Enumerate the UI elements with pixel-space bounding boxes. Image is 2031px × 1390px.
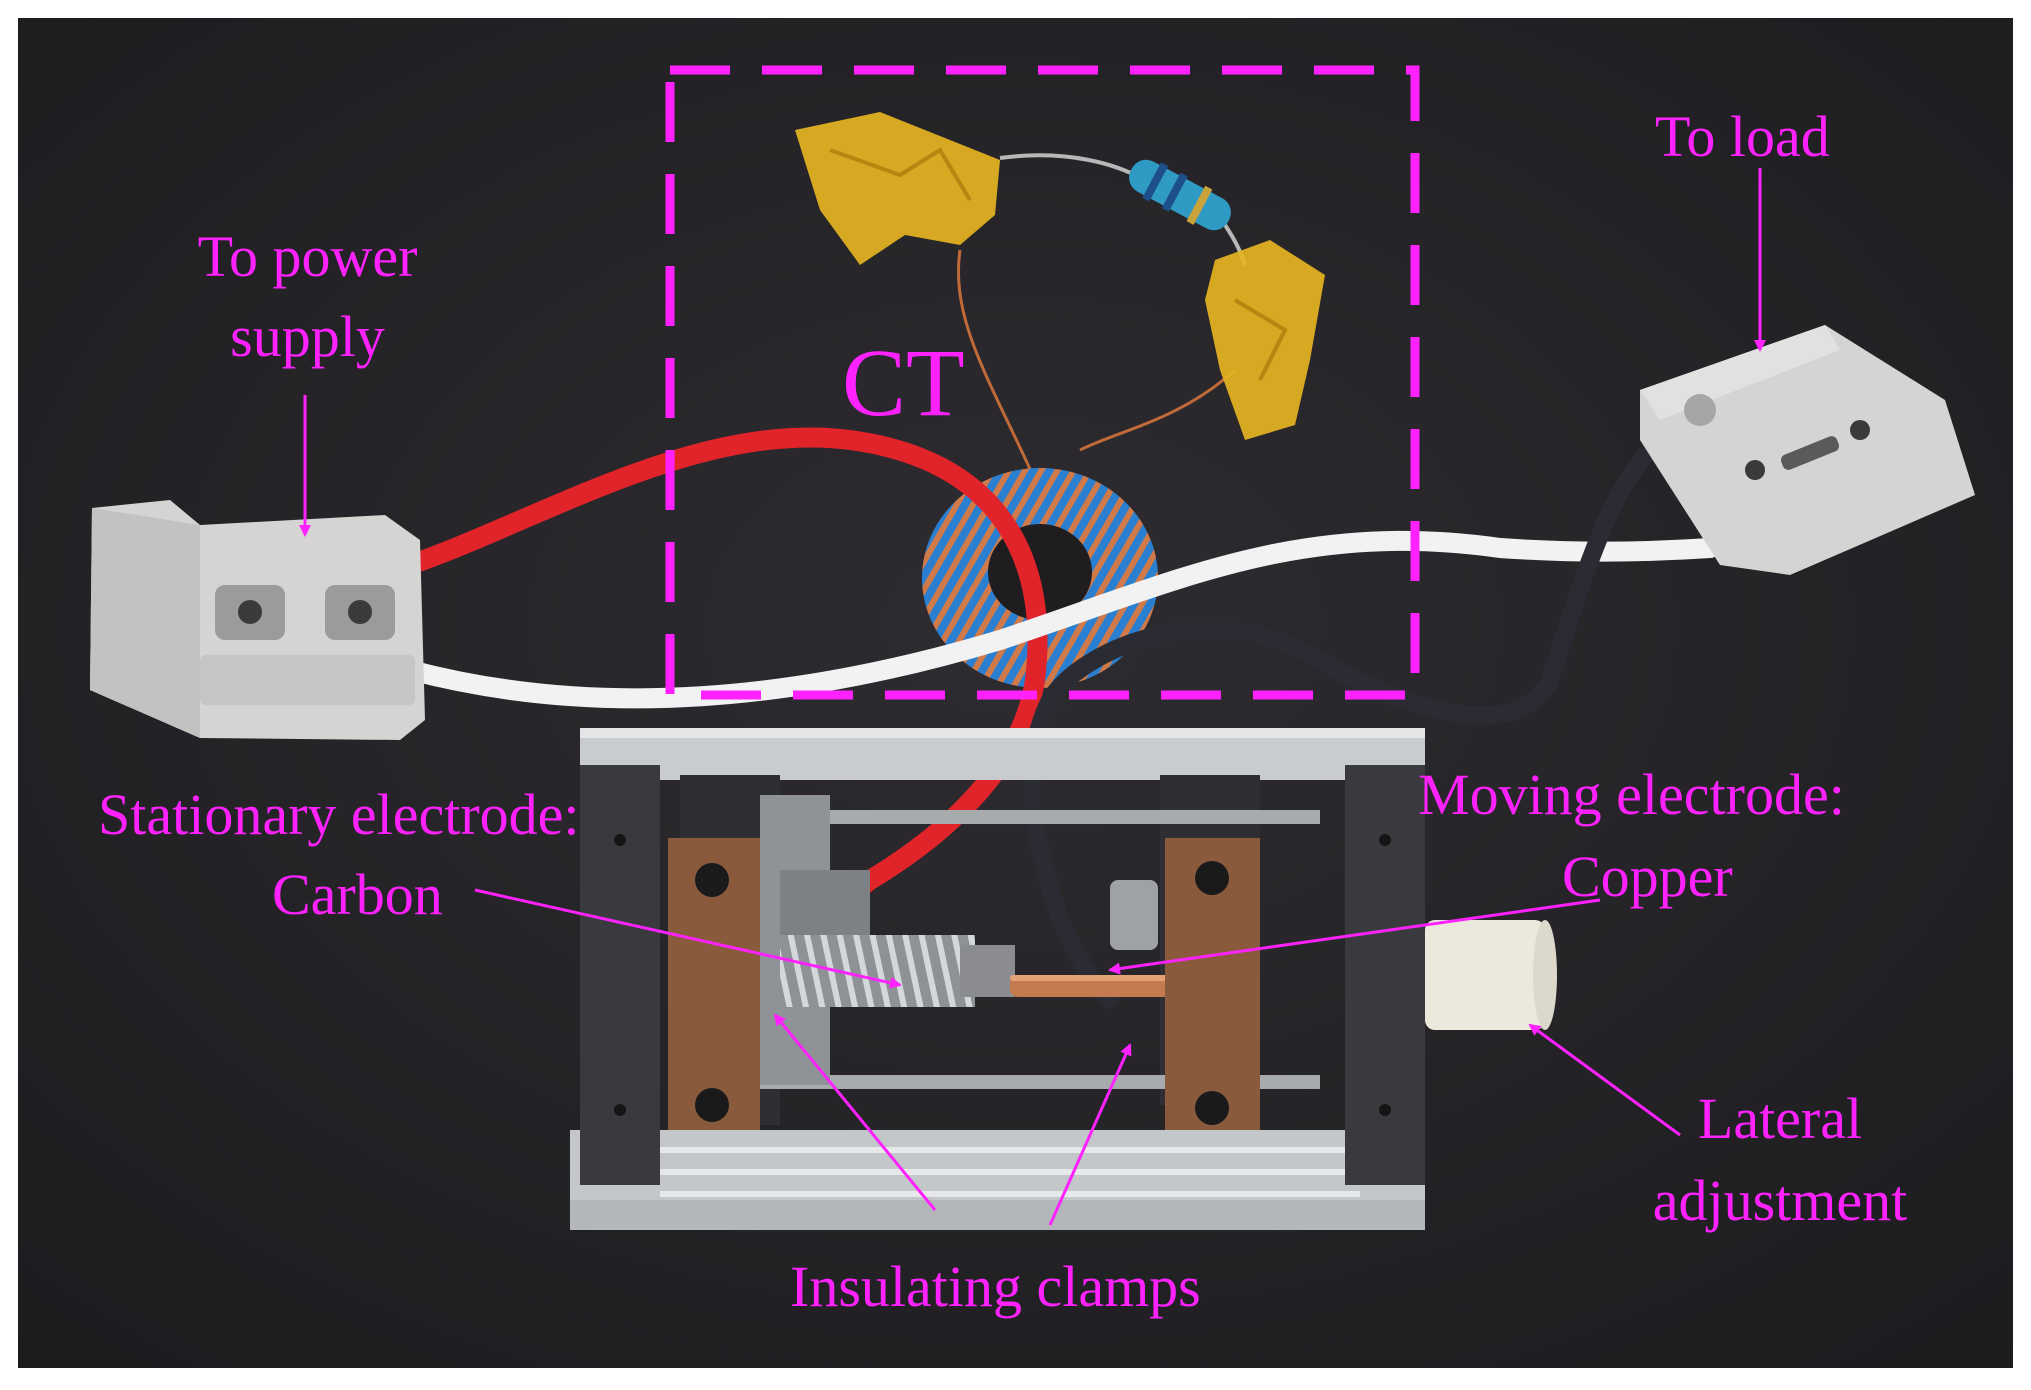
- tape-left: [795, 112, 1000, 265]
- insulating-clamps-label: Insulating clamps: [790, 1254, 1201, 1319]
- white-wire: [400, 530, 1720, 709]
- stationary-electrode-label-line1: Stationary electrode:: [98, 782, 580, 847]
- to-power-supply-label-line1: To power: [197, 224, 418, 289]
- power-supply-connector: [90, 500, 425, 740]
- black-wire: [1022, 411, 1709, 1009]
- to-load-label: To load: [1655, 104, 1830, 169]
- ct-label: CT: [842, 329, 965, 436]
- lateral-adjustment-knob: [1425, 920, 1545, 1030]
- lateral-adjustment-label-line1: Lateral: [1697, 1086, 1863, 1151]
- load-connector: [1640, 325, 1975, 575]
- resistor: [1129, 159, 1231, 231]
- tape-right: [1205, 240, 1325, 440]
- lateral-adjustment-label-line2: adjustment: [1652, 1168, 1908, 1233]
- stationary-electrode-label-line2: Carbon: [272, 862, 443, 927]
- to-power-supply-label-line2: supply: [230, 304, 385, 369]
- moving-electrode-label-line2: Copper: [1562, 844, 1733, 909]
- ct-dashed-box: [665, 65, 1420, 700]
- electrode-fixture: [570, 728, 1557, 1230]
- moving-electrode-label-line1: Moving electrode:: [1418, 762, 1845, 827]
- annotation-arrows: [299, 168, 1766, 1226]
